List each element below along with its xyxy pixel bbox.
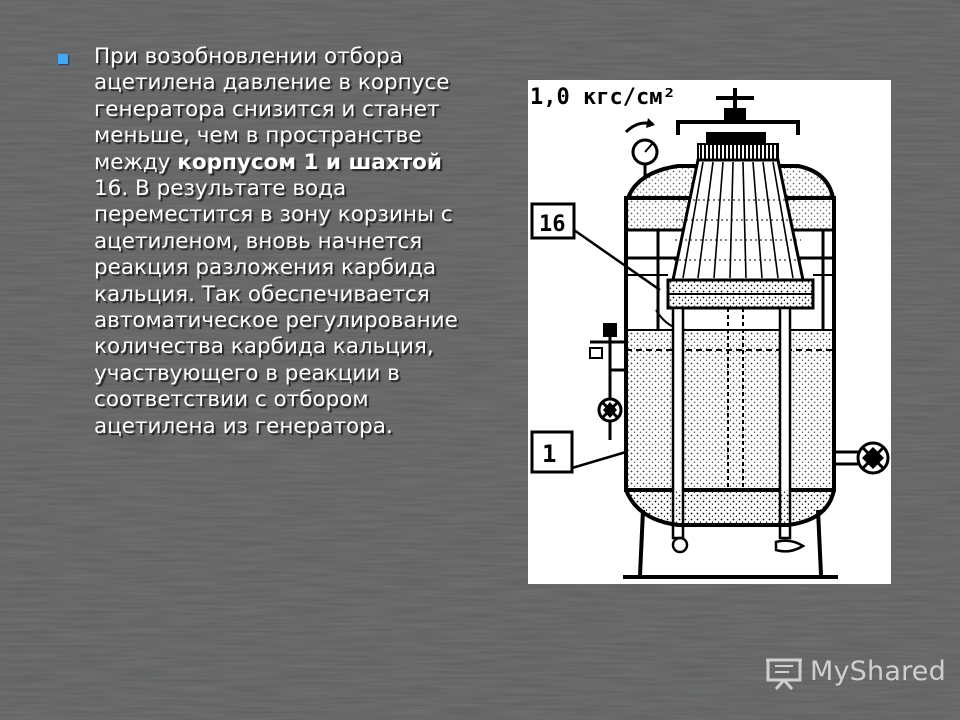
- callout-1-label: 1: [542, 440, 556, 468]
- projector-screen-icon: [766, 658, 802, 690]
- bullet-square-icon: [58, 54, 68, 64]
- acetylene-generator-diagram: 1,0 кгс/см²: [528, 80, 891, 584]
- generator-drawing: 1,0 кгс/см²: [530, 85, 890, 579]
- callout-16-box: [530, 202, 576, 240]
- paragraph-segment-1: При возобновлении отбора ацетилена давле…: [94, 44, 450, 175]
- paragraph-segment-2: 16. В результате вода переместится в зон…: [94, 176, 458, 439]
- callout-1-box: [530, 430, 574, 474]
- pressure-label: 1,0 кгс/см²: [530, 85, 676, 110]
- watermark-text: MyShared: [810, 656, 946, 687]
- paragraph-segment-bold: корпусом 1 и шахтой: [177, 149, 442, 175]
- callout-16-label: 16: [539, 212, 566, 237]
- slide-paragraph: При возобновлении отбора ацетилена давле…: [94, 44, 474, 440]
- myshared-watermark: MyShared: [766, 654, 946, 694]
